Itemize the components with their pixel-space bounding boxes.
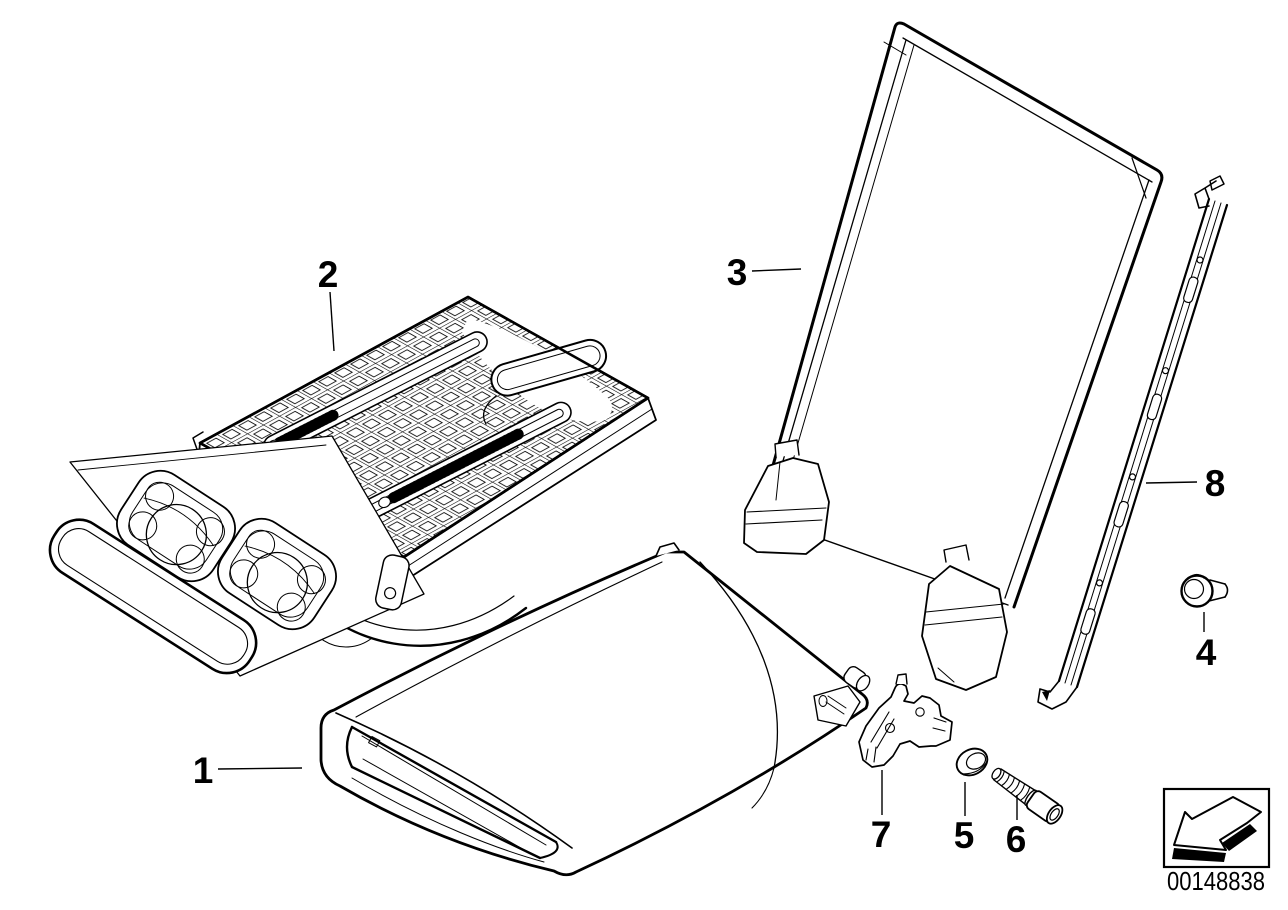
callout-4: 4 (1196, 612, 1217, 673)
callout-6: 6 (1006, 795, 1027, 860)
reference-box: 00148838 (1162, 787, 1271, 896)
callout-2: 2 (318, 254, 339, 352)
armrest (319, 542, 871, 877)
callout-5-label: 5 (954, 815, 975, 856)
rear-panel (743, 21, 1164, 691)
callout-1: 1 (193, 750, 303, 791)
callout-1-label: 1 (193, 750, 214, 791)
callout-7: 7 (871, 770, 892, 855)
mounting-rail (1037, 175, 1229, 710)
callout-8-label: 8 (1205, 463, 1226, 504)
hinge-bracket (858, 673, 953, 768)
socket-bolt (991, 767, 1064, 825)
arrow-down-left-icon (1172, 796, 1262, 862)
callout-7-label: 7 (871, 814, 892, 855)
callout-5: 5 (954, 782, 975, 856)
retaining-clip (1180, 573, 1229, 608)
cover-cap (955, 747, 989, 777)
callouts: 1 2 3 4 5 6 7 8 (193, 252, 1226, 860)
callout-2-label: 2 (318, 254, 339, 295)
callout-4-label: 4 (1196, 632, 1217, 673)
document-number: 00148838 (1167, 866, 1265, 896)
callout-8: 8 (1145, 463, 1226, 504)
callout-3-label: 3 (727, 252, 748, 293)
callout-6-label: 6 (1006, 819, 1027, 860)
callout-3: 3 (727, 252, 802, 293)
